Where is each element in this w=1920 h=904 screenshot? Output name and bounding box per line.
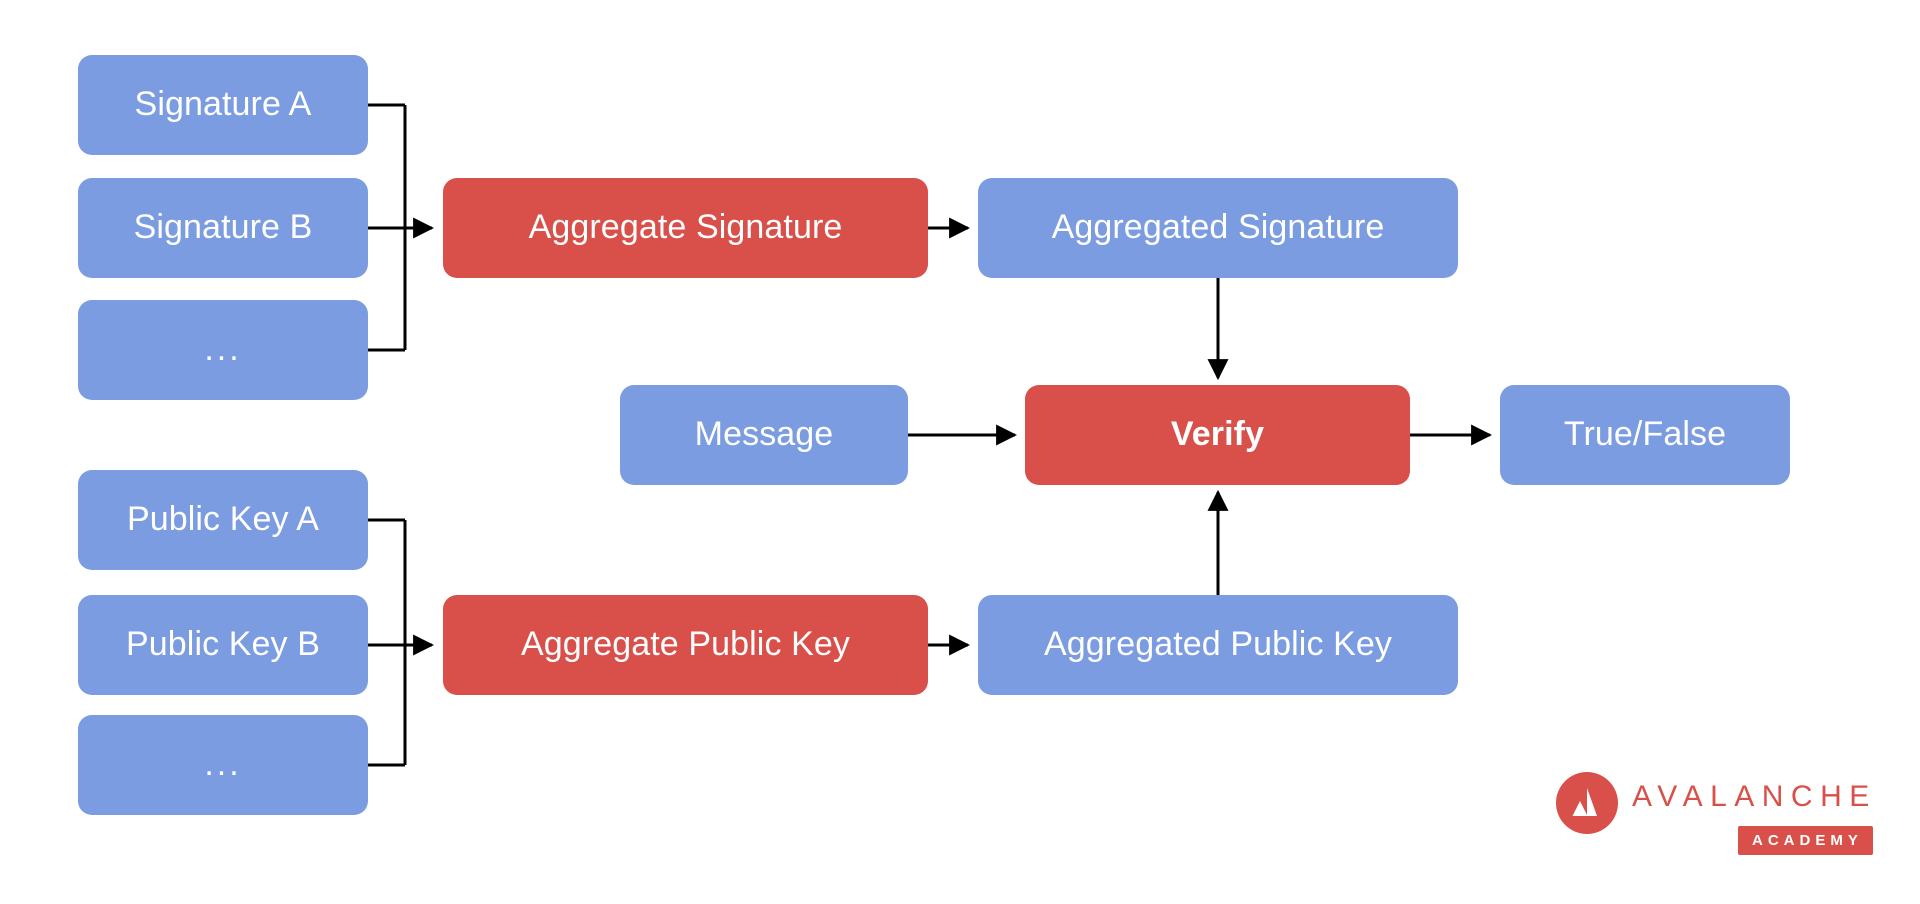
logo-wordmark: AVALANCHE <box>1632 780 1877 813</box>
logo-subtitle: ACADEMY <box>1738 826 1873 855</box>
node-label: Signature B <box>133 208 313 247</box>
node-verify[interactable]: Verify <box>1025 385 1410 485</box>
node-label: Message <box>694 415 834 454</box>
node-label: Aggregated Public Key <box>1044 625 1392 664</box>
node-aggregated-public-key[interactable]: Aggregated Public Key <box>978 595 1458 695</box>
node-result-true-false[interactable]: True/False <box>1500 385 1790 485</box>
node-label: Aggregate Public Key <box>521 625 850 664</box>
node-label: Signature A <box>134 85 312 124</box>
node-signature-more[interactable]: ... <box>78 300 368 400</box>
node-label: Verify <box>1170 415 1265 454</box>
node-aggregate-public-key[interactable]: Aggregate Public Key <box>443 595 928 695</box>
node-label: Public Key B <box>126 625 320 664</box>
node-label: Aggregated Signature <box>1051 208 1385 247</box>
node-aggregate-signature[interactable]: Aggregate Signature <box>443 178 928 278</box>
node-label: ... <box>204 745 242 784</box>
node-signature-a[interactable]: Signature A <box>78 55 368 155</box>
node-public-key-more[interactable]: ... <box>78 715 368 815</box>
connector-publickey-bus <box>368 518 435 767</box>
node-public-key-b[interactable]: Public Key B <box>78 595 368 695</box>
node-label: Aggregate Signature <box>528 208 843 247</box>
node-label: True/False <box>1563 415 1727 454</box>
node-label: Public Key A <box>126 500 320 539</box>
avalanche-academy-logo: AVALANCHE ACADEMY <box>1556 770 1876 856</box>
avalanche-logo-icon <box>1556 772 1618 834</box>
node-aggregated-signature[interactable]: Aggregated Signature <box>978 178 1458 278</box>
node-message[interactable]: Message <box>620 385 908 485</box>
node-label: ... <box>204 330 242 369</box>
connector-signature-bus <box>368 103 435 352</box>
node-public-key-a[interactable]: Public Key A <box>78 470 368 570</box>
node-signature-b[interactable]: Signature B <box>78 178 368 278</box>
